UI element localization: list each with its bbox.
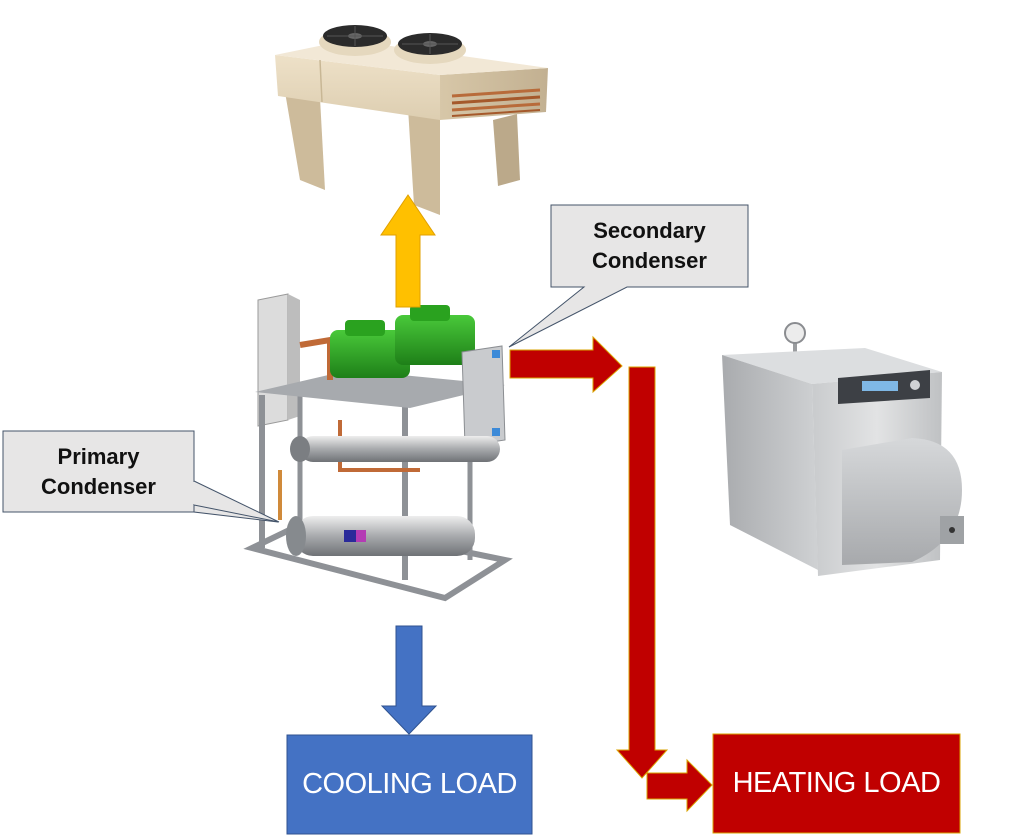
- boiler-side: [722, 355, 818, 570]
- fan-icon: [398, 33, 462, 55]
- secondary-condenser-label: Secondary Condenser: [592, 218, 707, 273]
- primary-condenser-label: Primary Condenser: [41, 444, 156, 499]
- dry-cooler-front: [275, 55, 440, 120]
- heat-recovery-arrow-right: [509, 335, 623, 394]
- compressor-rack-icon: [243, 293, 513, 602]
- burner-housing: [842, 438, 962, 565]
- compressor-icon: [330, 320, 410, 378]
- primary-condenser-icon: [286, 516, 475, 556]
- cooling-load-box: [286, 734, 533, 835]
- secondary-condenser-callout: [508, 204, 749, 348]
- heating-load-label: HEATING LOAD: [732, 767, 941, 799]
- dry-cooler-leg: [408, 108, 440, 215]
- pressure-gauge-icon: [784, 322, 806, 344]
- fan-icon: [323, 25, 387, 47]
- cooling-load-arrow: [380, 625, 438, 735]
- boiler-display: [862, 381, 898, 391]
- heat-rejection-arrow: [380, 194, 436, 308]
- compressor-icon: [395, 305, 475, 365]
- secondary-condenser-icon: [461, 345, 506, 447]
- boiler-knob-icon: [910, 380, 920, 390]
- heating-load-box: [712, 733, 961, 834]
- boiler-icon: [722, 322, 964, 576]
- cooling-load-label: COOLING LOAD: [302, 768, 517, 800]
- heat-recovery-arrow-down: [615, 366, 669, 779]
- rack-top-rail: [255, 370, 505, 408]
- dry-cooler-icon: [275, 25, 548, 215]
- dry-cooler-leg: [493, 114, 520, 186]
- heating-load-arrow: [646, 758, 713, 813]
- dry-cooler-leg: [285, 92, 325, 190]
- receiver-tank: [290, 436, 500, 462]
- dry-cooler-coil: [451, 88, 541, 117]
